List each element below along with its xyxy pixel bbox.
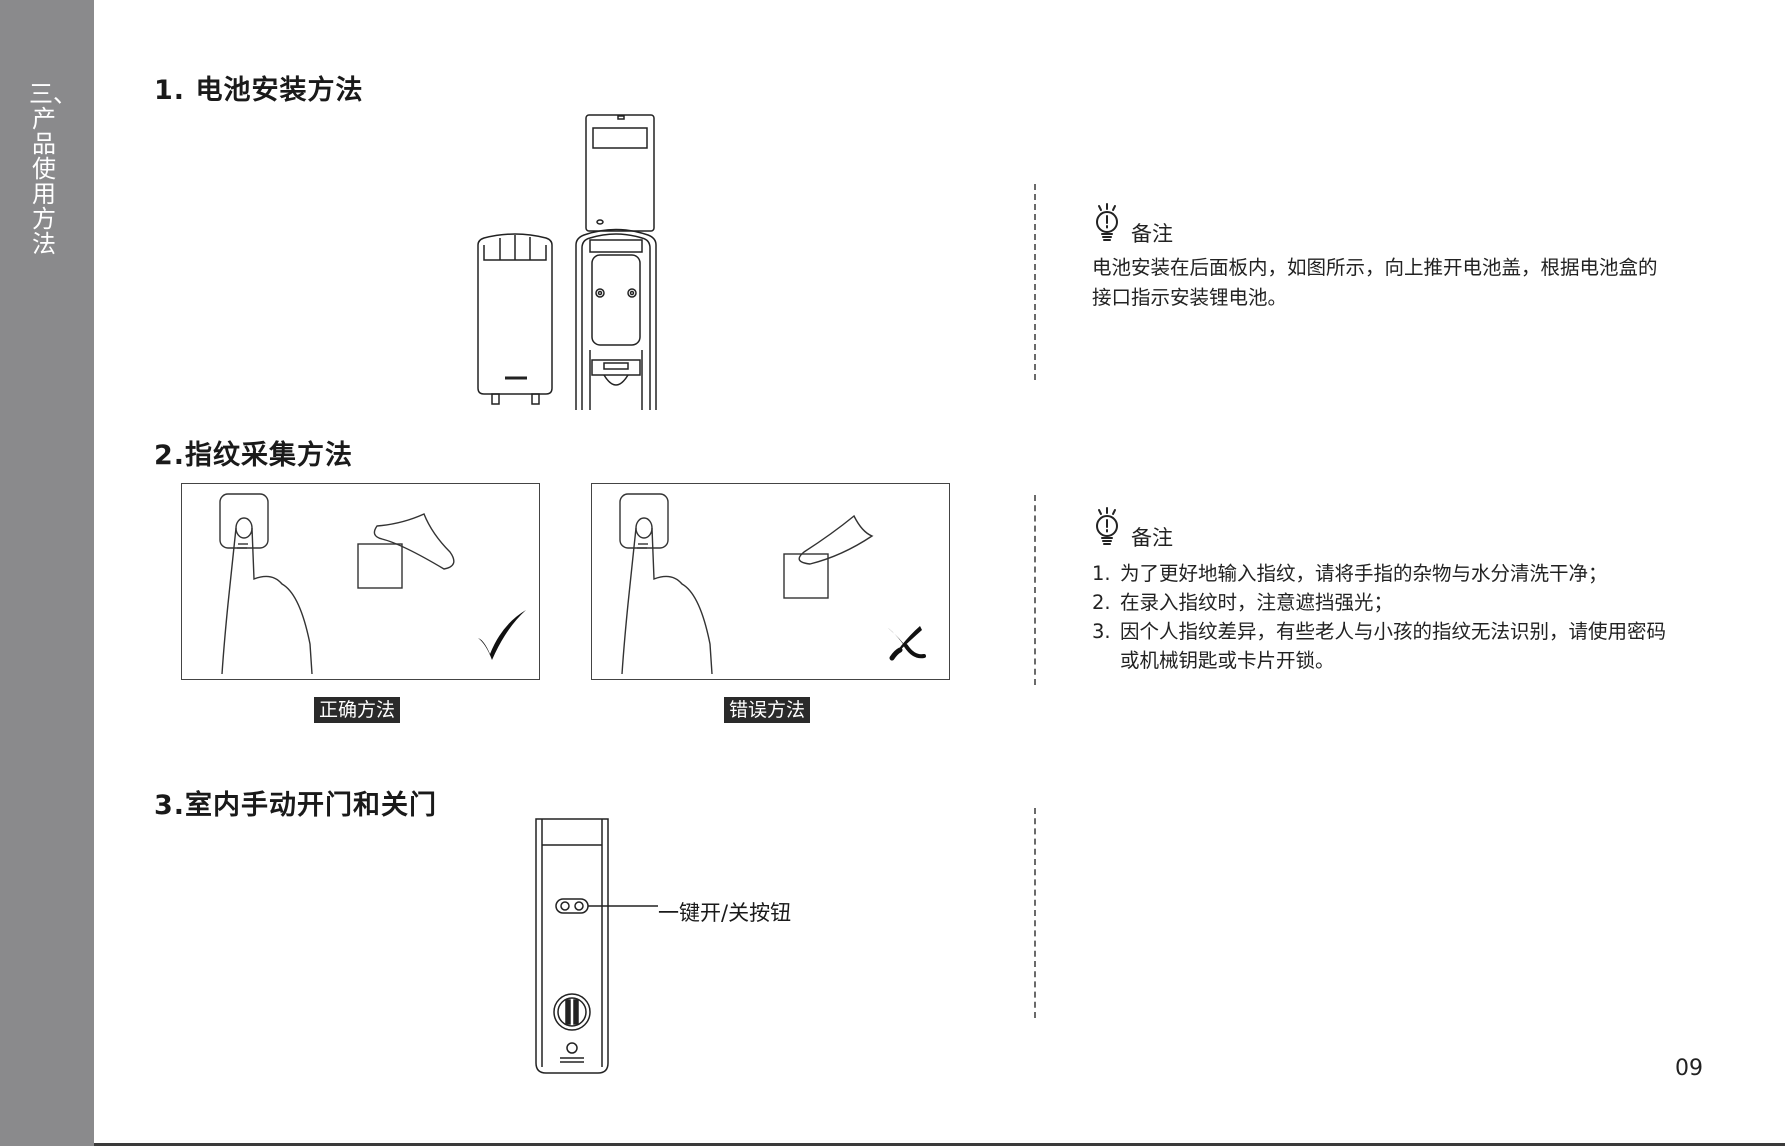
- section-heading-manual-door: 3.室内手动开门和关门: [154, 790, 438, 821]
- note-list-item: 1. 为了更好地输入指纹，请将手指的杂物与水分清洗干净；: [1092, 559, 1672, 588]
- note-item-number: 2.: [1092, 591, 1111, 614]
- correct-finger-illustration: [219, 493, 455, 675]
- lightbulb-icon: [1092, 202, 1122, 248]
- note-item-number: 1.: [1092, 562, 1111, 585]
- lightbulb-icon: [1092, 506, 1122, 552]
- note-list-item: 3. 因个人指纹差异，有些老人与小孩的指纹无法识别，请使用密码或机械钥匙或卡片开…: [1092, 617, 1672, 675]
- wrong-method-figure: [591, 483, 950, 680]
- caption-wrong-method: 错误方法: [724, 697, 811, 723]
- note-list-item: 2. 在录入指纹时，注意遮挡强光；: [1092, 588, 1672, 617]
- correct-method-figure: [181, 483, 540, 680]
- battery-installation-figure: [470, 110, 700, 414]
- section-heading-fingerprint: 2.指纹采集方法: [154, 440, 354, 471]
- divider-line: [1034, 808, 1036, 1018]
- indoor-panel-figure: [530, 815, 660, 1081]
- one-key-open-close-button-label: 一键开/关按钮: [658, 901, 792, 925]
- note-title: 备注: [1131, 526, 1173, 550]
- note-text: 电池安装在后面板内，如图所示，向上推开电池盖，根据电池盒的接口指示安装锂电池。: [1092, 256, 1658, 309]
- battery-installation-illustration: [477, 114, 657, 410]
- caption-correct-method: 正确方法: [314, 697, 401, 723]
- page-number: 09: [1675, 1056, 1703, 1081]
- indoor-panel-illustration: [535, 818, 658, 1074]
- sidebar: 三、产品使用方法: [0, 0, 94, 1146]
- wrong-finger-illustration: [619, 493, 874, 675]
- note-item-text: 为了更好地输入指纹，请将手指的杂物与水分清洗干净；: [1120, 562, 1608, 585]
- divider-line: [1034, 495, 1036, 685]
- sidebar-section-title: 三、产品使用方法: [29, 80, 77, 258]
- note-item-text: 在录入指纹时，注意遮挡强光；: [1120, 591, 1394, 614]
- checkmark-icon: [472, 604, 532, 668]
- divider-line: [1034, 184, 1036, 380]
- bottom-rule: [94, 1143, 1785, 1146]
- note-item-number: 3.: [1092, 620, 1111, 643]
- note-list: 1. 为了更好地输入指纹，请将手指的杂物与水分清洗干净； 2. 在录入指纹时，注…: [1092, 559, 1672, 675]
- note-item-text: 因个人指纹差异，有些老人与小孩的指纹无法识别，请使用密码或机械钥匙或卡片开锁。: [1120, 620, 1667, 672]
- cross-icon: [884, 622, 928, 670]
- note-title: 备注: [1131, 222, 1173, 246]
- section-heading-battery: 1. 电池安装方法: [154, 75, 364, 106]
